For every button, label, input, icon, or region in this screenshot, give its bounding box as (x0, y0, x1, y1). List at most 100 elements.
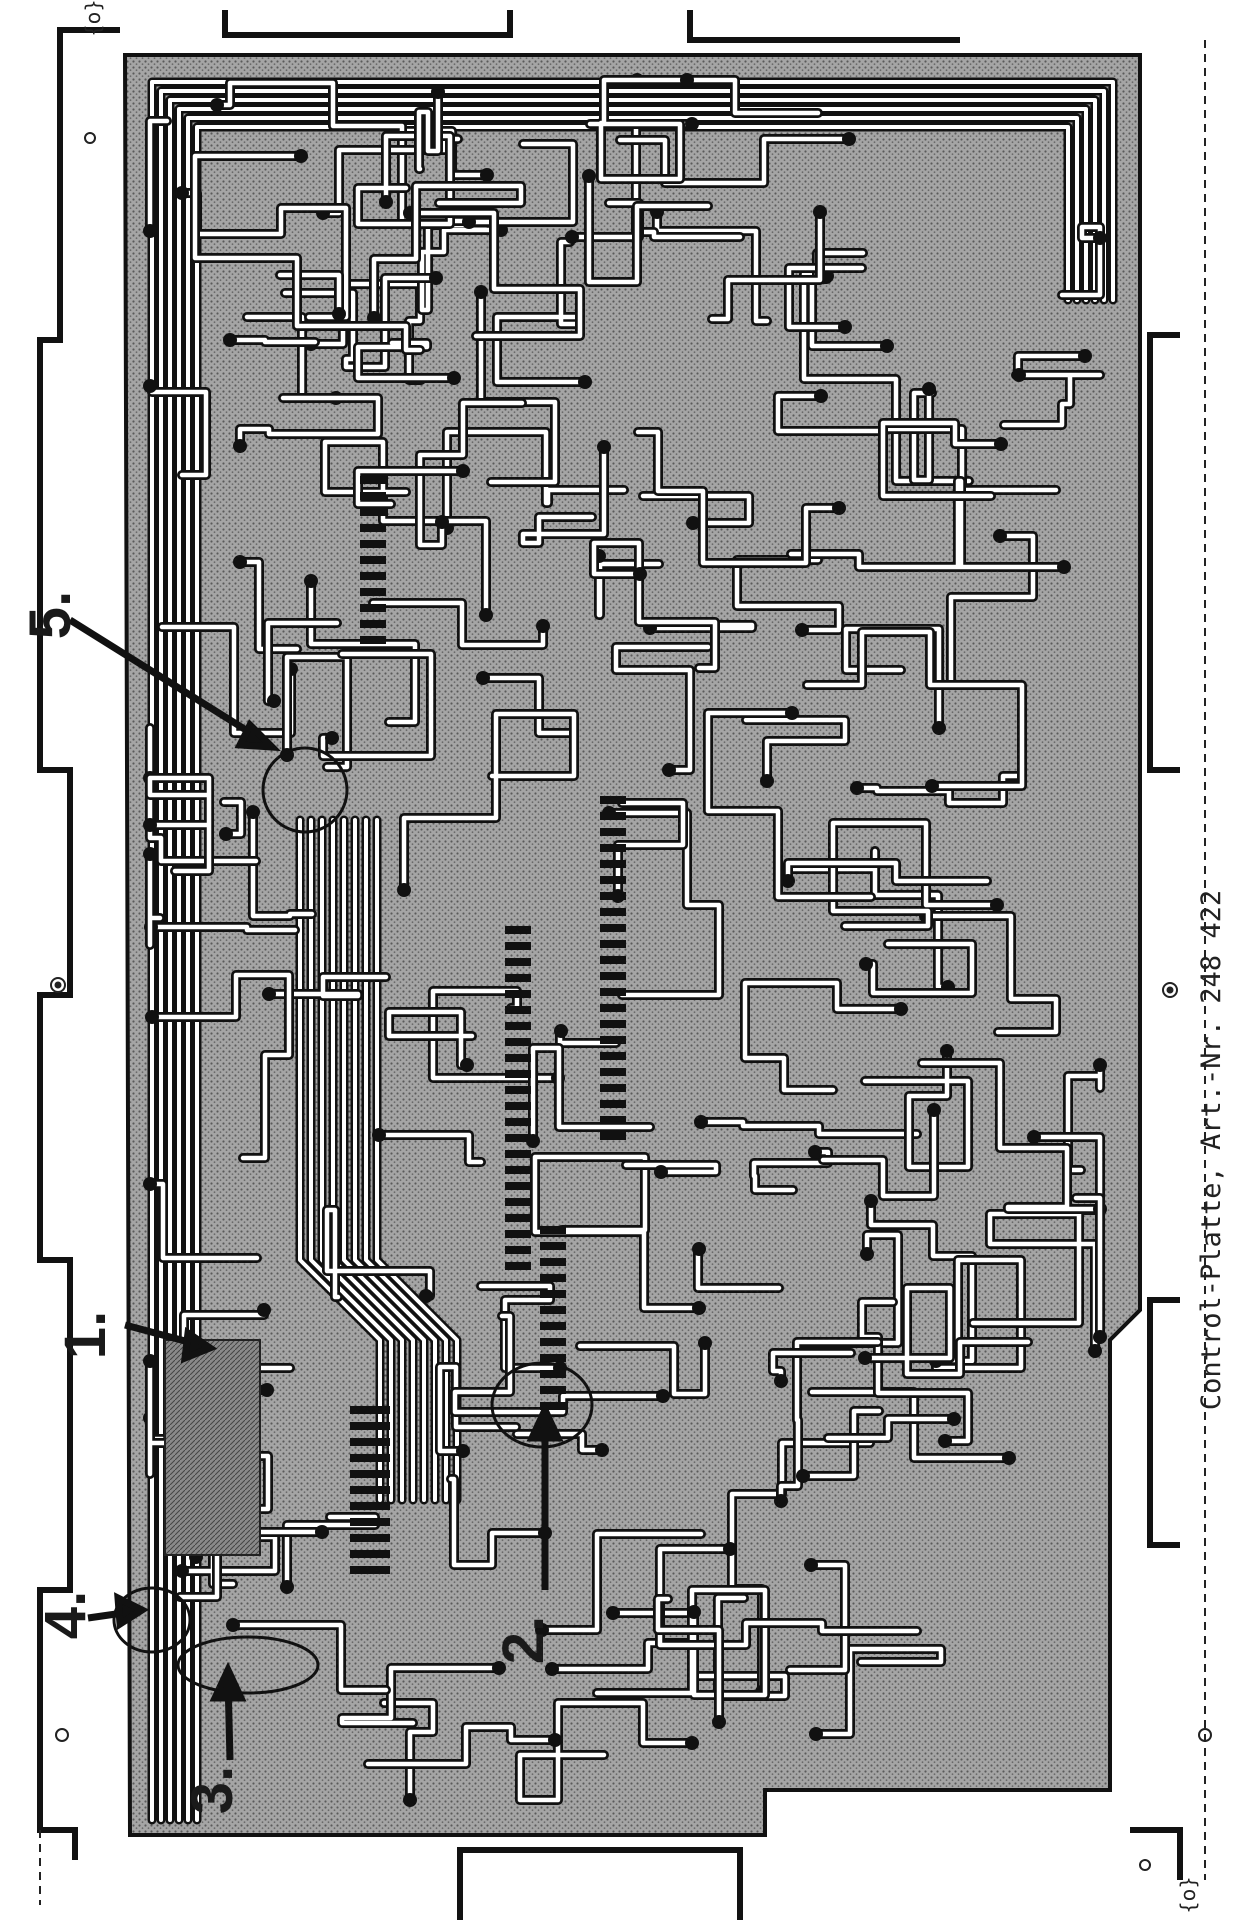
solder-pad (633, 567, 647, 581)
copper-trace (778, 1339, 881, 1504)
copper-trace (1073, 1195, 1103, 1340)
copper-trace (591, 540, 718, 671)
solder-pad (474, 285, 488, 299)
ic-pin-pad (600, 1100, 626, 1108)
copper-trace (444, 429, 627, 531)
ic-pin-pad (600, 1116, 626, 1124)
solder-pad (379, 195, 393, 209)
copper-trace (655, 1596, 722, 1725)
ic-pin-pad (350, 1502, 390, 1510)
ic-pin-pad (505, 1150, 531, 1158)
ic-pin-pad (505, 1166, 531, 1174)
copper-trace (820, 1107, 937, 1199)
copper-trace (177, 107, 1088, 1822)
copper-trace (309, 818, 393, 1502)
ic-pin-pad (600, 988, 626, 996)
copper-trace (751, 1149, 831, 1193)
copper-trace (606, 810, 722, 998)
solder-pad (804, 1558, 818, 1572)
ic-pin-pad (540, 1338, 566, 1346)
solder-pad (1093, 1330, 1107, 1344)
ic-pin-pad (505, 958, 531, 966)
copper-trace (365, 1724, 558, 1767)
solder-pad (808, 1145, 822, 1159)
ic-pin-pad (600, 812, 626, 820)
solder-pad (397, 883, 411, 897)
solder-pad (233, 555, 247, 569)
solder-pad (785, 706, 799, 720)
copper-trace (448, 1476, 548, 1568)
ic-pin-pad (505, 974, 531, 982)
copper-trace (370, 600, 546, 648)
ic-pin-pad (350, 1422, 390, 1430)
ic-pin-pad (505, 1198, 531, 1206)
copper-trace (880, 420, 1004, 499)
solder-pad (304, 574, 318, 588)
ic-pin-pad (540, 1354, 566, 1362)
copper-trace (825, 1416, 957, 1441)
solder-pad (332, 307, 346, 321)
copper-trace (1059, 224, 1103, 298)
copper-trace (342, 818, 426, 1502)
copper-trace (177, 1529, 325, 1600)
solder-pad (479, 608, 493, 622)
ic-pin-pad (540, 1274, 566, 1282)
solder-pad (723, 1542, 737, 1556)
ic-pin-pad (600, 1068, 626, 1076)
ic-pin-pad (600, 972, 626, 980)
copper-trace (517, 1700, 695, 1803)
solder-pad (429, 271, 443, 285)
ic-pin-pad (540, 1370, 566, 1378)
copper-trace (149, 972, 292, 1161)
solder-pad (403, 1793, 417, 1807)
copper-trace (1001, 372, 1103, 428)
ic-pin-pad (600, 796, 626, 804)
callout-labels: 1. 2. 3. 4. 5. (18, 591, 556, 1814)
callout-label-5: 5. (18, 591, 83, 639)
copper-trace (230, 1622, 389, 1693)
callout-circle-4 (112, 1586, 192, 1654)
solder-pad (554, 1024, 568, 1038)
ic-pin-pad (505, 942, 531, 950)
solder-pad (662, 763, 676, 777)
ic-pin-pad (505, 926, 531, 934)
solder-pad (582, 169, 596, 183)
ic-pin-pad (505, 1022, 531, 1030)
solder-pad (694, 1115, 708, 1129)
ic-pin-pad (360, 636, 386, 644)
copper-trace (147, 1358, 178, 1477)
copper-trace (355, 340, 457, 381)
solder-pad (260, 1383, 274, 1397)
copper-trace (862, 1285, 1031, 1377)
copper-trace (466, 141, 576, 225)
solder-pad (1057, 560, 1071, 574)
ic-pin-pad (600, 828, 626, 836)
ic-pin-pad (600, 844, 626, 852)
solder-pad (687, 1605, 701, 1619)
solder-pad (842, 132, 856, 146)
solder-pad (145, 1010, 159, 1024)
solder-pad (246, 805, 260, 819)
ic-pin-pad (600, 876, 626, 884)
ic-pin-pad (600, 908, 626, 916)
solder-pad (578, 375, 592, 389)
solder-pad (462, 215, 476, 229)
solder-pad (938, 1434, 952, 1448)
solder-pad (656, 1389, 670, 1403)
copper-trace (800, 1408, 882, 1479)
solder-pad (832, 501, 846, 515)
ic-pin-pad (505, 1182, 531, 1190)
solder-pad (143, 818, 157, 832)
copper-trace (227, 337, 318, 345)
callout-label-4: 4. (33, 1591, 98, 1639)
solder-pad (781, 874, 795, 888)
solder-pad (1093, 231, 1107, 245)
ic-pin-pad (360, 524, 386, 532)
dashed-outline (39, 40, 1206, 1905)
copper-trace (577, 1340, 708, 1397)
copper-trace (788, 478, 1067, 570)
ic-pin-pad (540, 1306, 566, 1314)
copper-trace (186, 116, 1079, 1822)
callout-label-3: 3. (180, 1766, 245, 1814)
solder-pad (940, 1044, 954, 1058)
